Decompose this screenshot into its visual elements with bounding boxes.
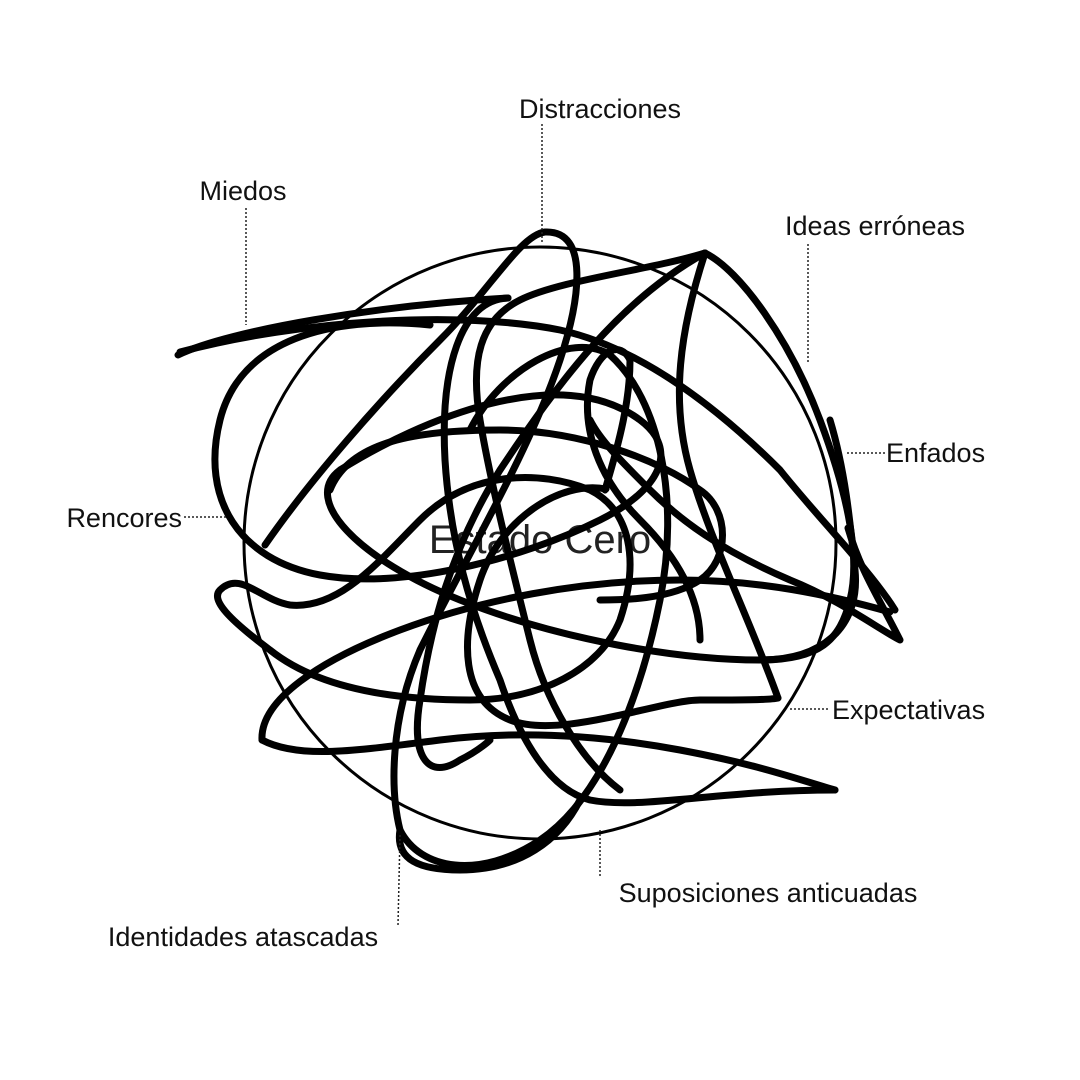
scribble-strand	[440, 294, 839, 807]
scribble-strand	[258, 576, 894, 744]
label-expectativas: Expectativas	[832, 695, 985, 725]
label-suposiciones-anticuadas: Suposiciones anticuadas	[619, 878, 918, 908]
scribble-strand	[583, 346, 704, 644]
scribble-strand	[472, 249, 709, 794]
scribble-tangle	[174, 228, 904, 874]
label-enfados: Enfados	[886, 438, 985, 468]
scribble-strand	[701, 249, 858, 664]
scribble-strand	[675, 249, 782, 702]
scribble-strand	[258, 731, 839, 794]
label-miedos: Miedos	[199, 176, 286, 206]
scribble-strand	[211, 319, 860, 664]
label-rencores: Rencores	[66, 503, 182, 533]
labels: Distracciones Miedos Ideas erróneas Enfa…	[66, 94, 985, 952]
scribble-strand	[586, 416, 904, 644]
label-ideas-erroneas: Ideas erróneas	[785, 211, 965, 241]
scribble-strand	[326, 426, 726, 604]
scribble-strand	[464, 484, 782, 730]
leader-lines	[184, 124, 885, 926]
label-distracciones: Distracciones	[519, 94, 681, 124]
leader-identidades	[397, 834, 401, 926]
scribble-strand	[214, 474, 634, 704]
scribble-strand	[395, 796, 584, 874]
label-identidades-atascadas: Identidades atascadas	[108, 922, 378, 952]
